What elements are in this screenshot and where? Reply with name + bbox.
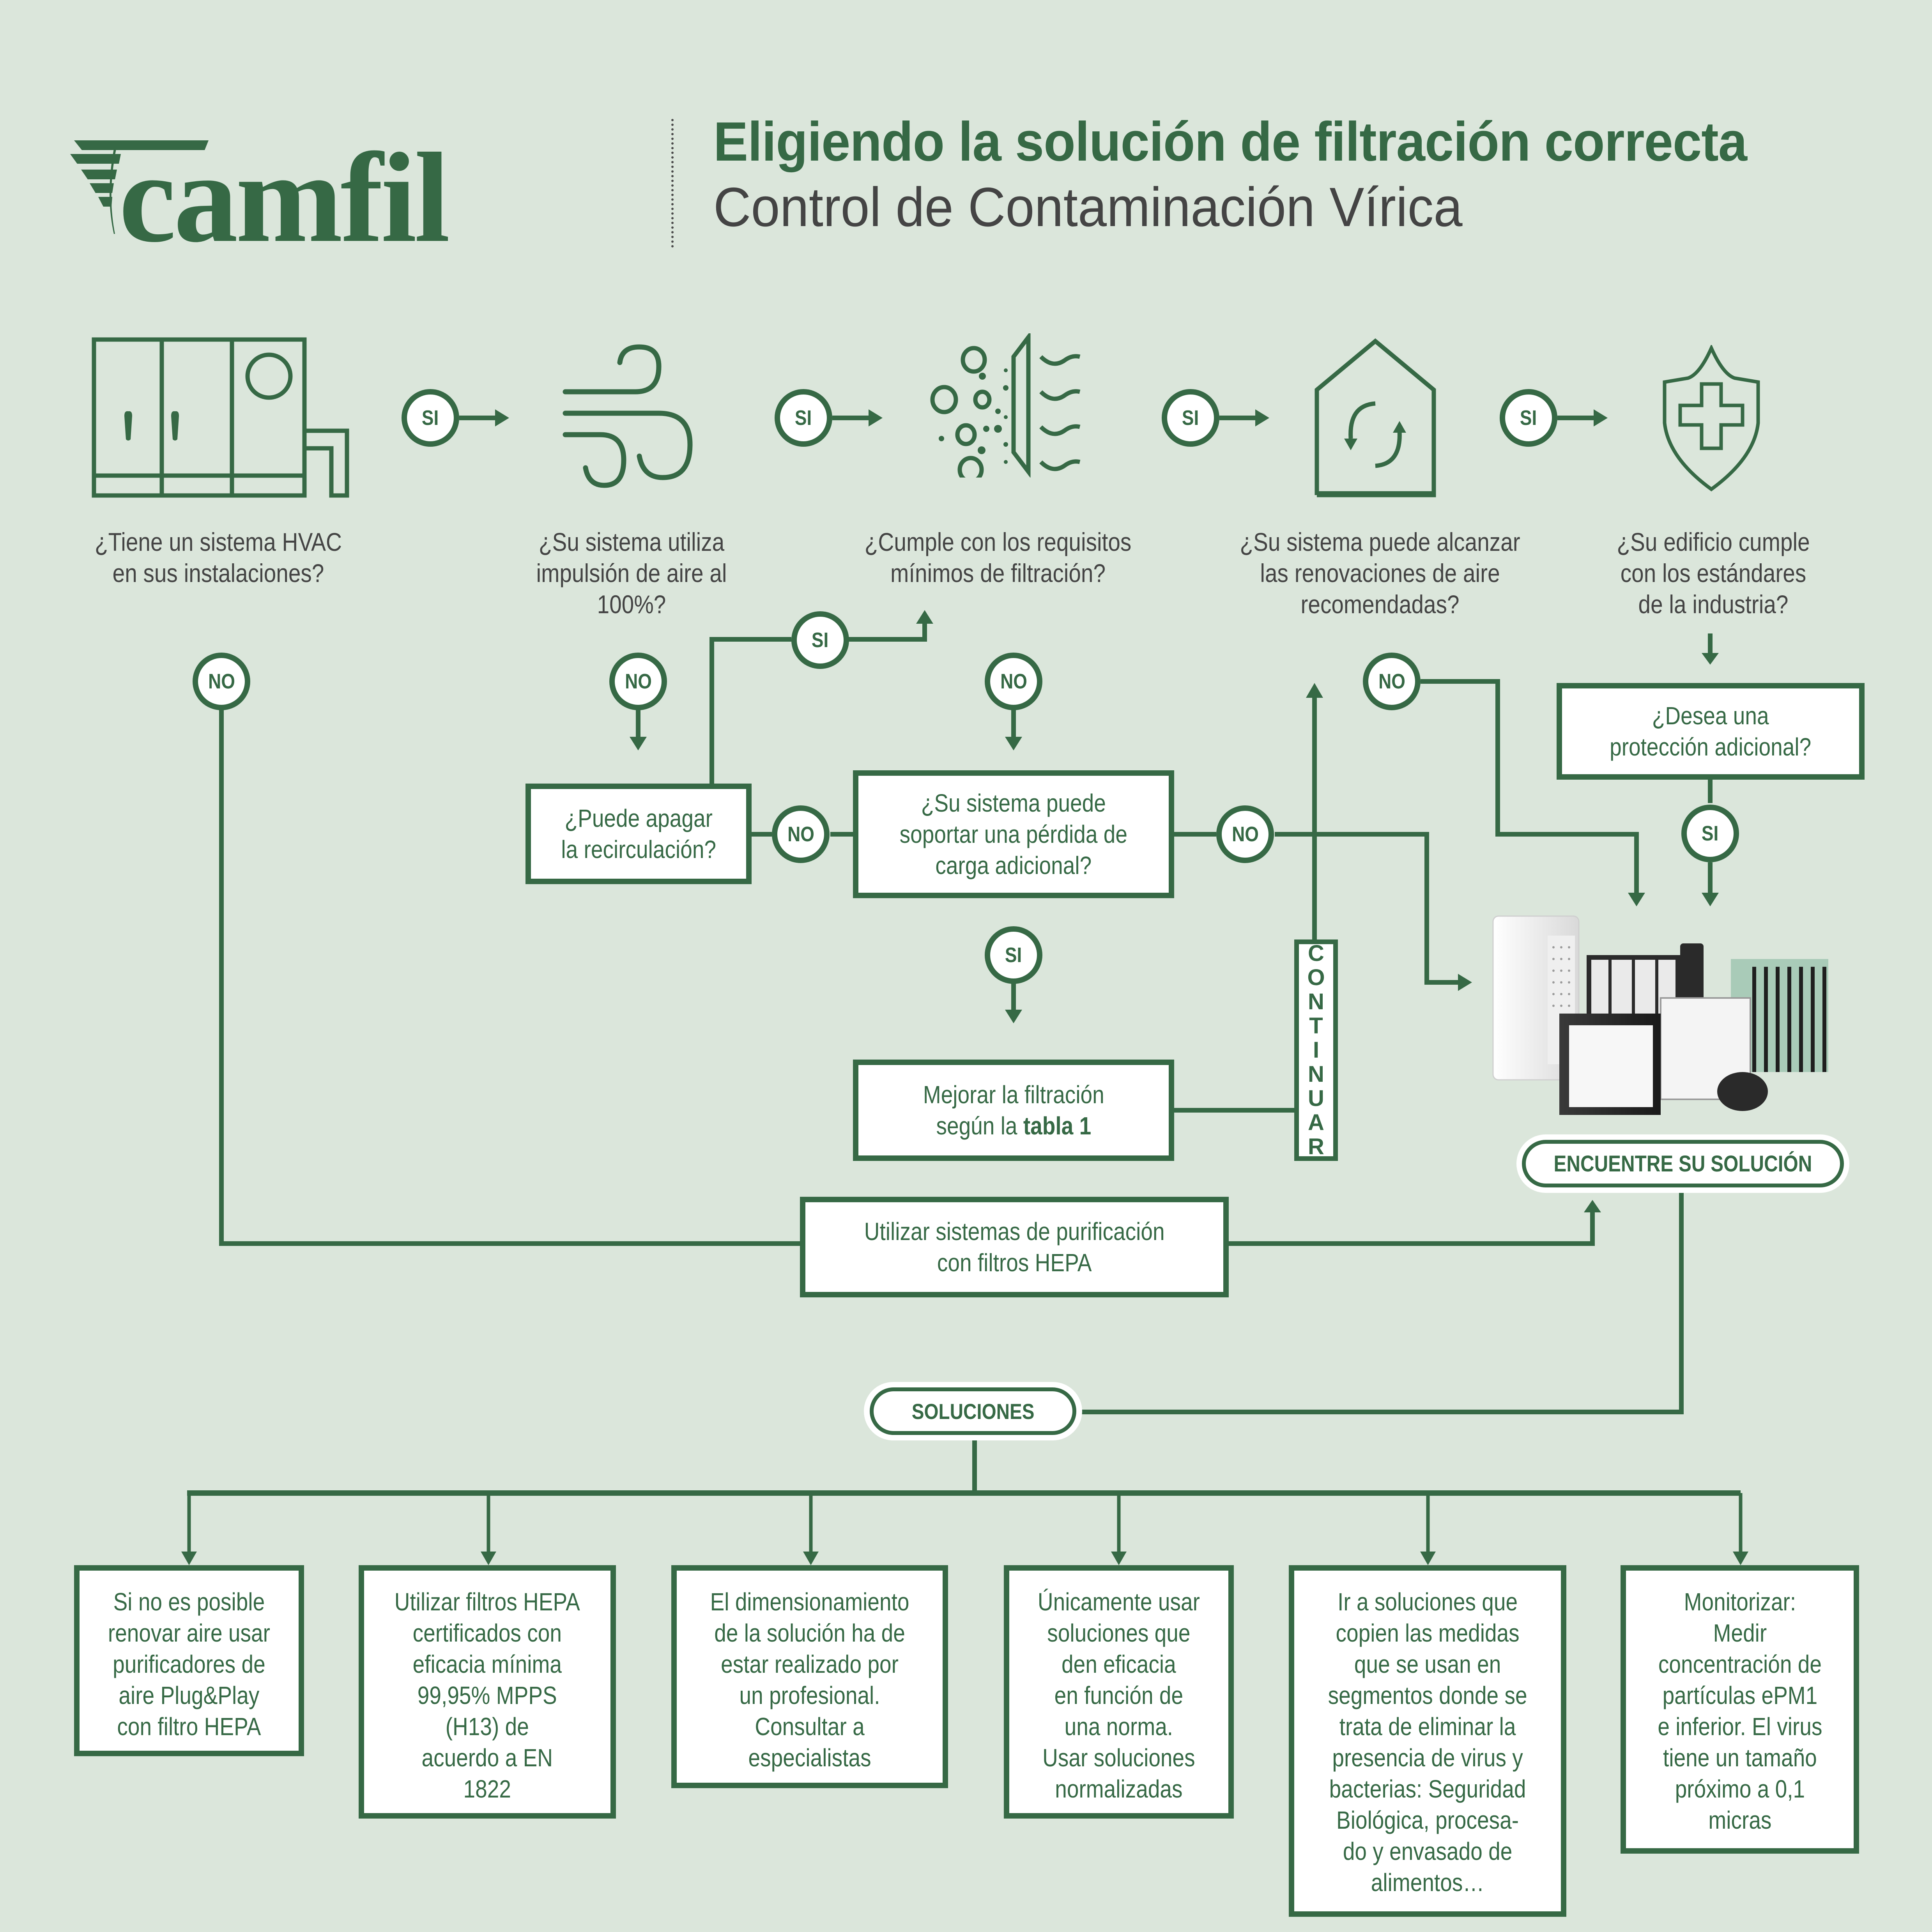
arrowhead [1628,893,1645,906]
question-min-filtration: ¿Cumple con los requisitos mínimos de fi… [864,527,1132,587]
arrowhead [1458,974,1472,991]
filter-products-photo [1492,915,1828,1115]
continue-button[interactable]: C O N T I N U A R [1294,939,1338,1161]
hepa-purification-box[interactable]: Utilizar sistemas de purificación con fi… [800,1197,1229,1297]
no-badge-full-supply[interactable]: NO [609,653,667,710]
carbon-cylinder-filter [1680,943,1704,1006]
arrowhead [803,1552,819,1565]
arrowhead [1584,1200,1601,1212]
small-carbon-filter [1717,1072,1768,1111]
no-badge-filtration[interactable]: NO [985,653,1042,710]
question-air-changes: ¿Su sistema puede alcanzar las renovacio… [1240,527,1520,619]
table-reference[interactable]: tabla 1 [1023,1112,1091,1140]
arrowhead [869,409,883,426]
arrowhead [1005,1010,1022,1023]
yes-badge-recirculation[interactable]: SI [791,611,849,669]
yes-badge[interactable]: SI [1162,389,1219,447]
yes-badge[interactable]: SI [402,389,459,447]
arrowhead [1255,409,1269,426]
arrowhead [1702,893,1719,906]
solution-card[interactable]: El dimensionamiento de la solución ha de… [671,1565,948,1788]
arrowhead [630,737,647,750]
wind-airflow-icon [563,344,693,488]
solution-card[interactable]: Monitorizar: Medir concentración de part… [1621,1565,1859,1854]
hvac-unit-icon [92,337,349,498]
recirculation-question-box[interactable]: ¿Puede apagar la recirculación? [525,784,752,884]
arrowhead [181,1552,197,1565]
arrowhead [1420,1552,1436,1565]
page-title: Eligiendo la solución de filtración corr… [713,111,1747,173]
no-badge-hvac[interactable]: NO [193,653,250,710]
page-subtitle: Control de Contaminación Vírica [713,176,1463,238]
yes-badge-pressure-drop[interactable]: SI [985,926,1042,984]
arrowhead [1702,653,1719,665]
filter-particles-icon [930,333,1081,478]
no-badge-air-changes[interactable]: NO [1363,653,1421,710]
solution-card[interactable]: Ir a soluciones que copien las medidas q… [1289,1565,1566,1917]
solution-card[interactable]: Si no es posible renovar aire usar purif… [74,1565,304,1756]
yes-badge[interactable]: SI [1500,389,1557,447]
question-full-supply-air: ¿Su sistema utiliza impulsión de aire al… [536,527,727,619]
arrowhead [1111,1552,1127,1565]
header-divider [671,119,674,248]
solution-card[interactable]: Únicamente usar soluciones que den efica… [1004,1565,1234,1819]
brand-wordmark: camfil [119,127,449,249]
no-badge-recirculation[interactable]: NO [772,805,830,863]
arrowhead [1594,409,1608,426]
house-recirculation-icon [1315,338,1436,497]
extra-protection-box[interactable]: ¿Desea una protección adicional? [1557,683,1865,780]
question-industry-standards: ¿Su edificio cumple con los estándares d… [1617,527,1810,619]
yes-badge-extra-protection[interactable]: SI [1681,805,1739,862]
arrowhead [1306,683,1323,698]
shield-cross-icon [1663,345,1760,492]
question-hvac: ¿Tiene un sistema HVAC en sus instalacio… [94,527,342,587]
arrowhead [916,610,933,624]
arrowhead [1005,737,1022,750]
solution-card[interactable]: Utilizar filtros HEPA certificados con e… [359,1565,616,1819]
improve-filtration-box[interactable]: Mejorar la filtración según la tabla 1 [853,1060,1174,1161]
arrowhead [481,1552,496,1565]
yes-badge[interactable]: SI [775,389,832,447]
arrowhead [495,409,509,426]
find-solution-pill[interactable]: ENCUENTRE SU SOLUCIÓN [1516,1134,1849,1193]
solutions-pill[interactable]: SOLUCIONES [864,1382,1082,1440]
pressure-drop-question-box[interactable]: ¿Su sistema puede soportar una pérdida d… [853,770,1174,898]
camfil-logo: camfil [70,127,451,249]
arrowhead [1733,1552,1748,1565]
no-badge-pressure-drop[interactable]: NO [1216,805,1274,863]
